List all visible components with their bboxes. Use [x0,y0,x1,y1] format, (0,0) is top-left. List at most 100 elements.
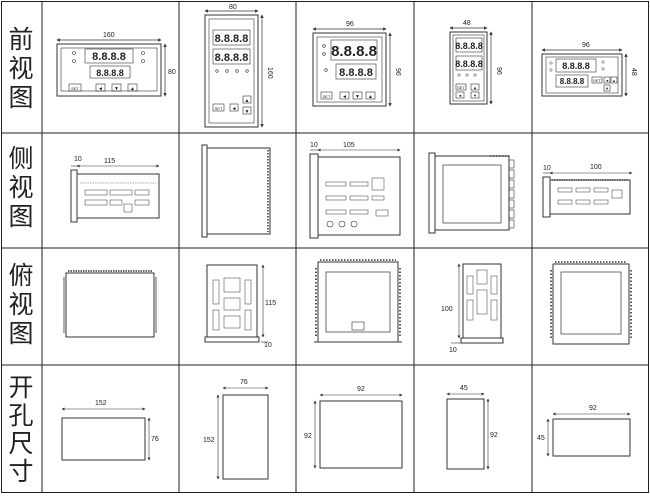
front-view-96x96: 96 96 8.8.8.8 8.8.8.8 SET ◄ ▼ ▲ [312,21,401,107]
key-set [212,103,225,112]
dim-front: 10 [449,347,457,354]
front-view-48x96: 48 96 8.8.8.8 8.8.8.8 SET ▲ ◄ ▼ [449,20,502,105]
dim-depth: 115 [265,300,276,307]
key-label: ▼ [114,86,119,92]
panel-inner-frame [316,36,383,103]
panel-outline [541,53,623,97]
key-label: ◄ [232,106,237,112]
dim-height: 92 [490,432,498,439]
key-label: ◄ [605,78,609,83]
key-label: SET [457,85,465,90]
display-digits: 8.8.8.8 [92,51,126,63]
panel-inner-frame [545,56,619,94]
dim-width: 152 [95,400,107,407]
dim-front: 10 [264,342,272,349]
panel-inner-frame [208,18,255,124]
terminal-blocks [557,187,623,205]
key-left [603,76,611,84]
key-label: ◄ [458,93,462,98]
dim-height: 45 [537,435,545,442]
dim-depth: 105 [343,142,355,149]
key-label: ▲ [245,98,250,104]
row-label-char: 侧 [8,145,33,173]
led-indicator [601,67,605,71]
display-pv [330,39,378,61]
terminal-blocks [466,269,498,321]
dim-width: 48 [463,20,471,27]
dim-front: 10 [310,142,318,149]
panel-outline [204,14,259,128]
front-view-80x160: 80 160 8.8.8.8 8.8.8.8 SET ◄ ▲ ▼ [204,4,273,128]
key-down [603,84,611,92]
led-indicator [601,60,605,64]
side-view-c3: 10 105 [309,142,401,239]
key-down [470,91,480,99]
led-indicator [322,44,326,48]
housing [76,173,160,219]
display-digits: 8.8.8.8 [560,77,585,86]
bezel [201,144,208,238]
cutout-c2: 76 152 [203,379,269,480]
row-label-front-view: 前 视 图 [8,26,33,112]
key-label: ▲ [612,78,616,83]
dim-width: 96 [582,42,590,49]
row-label-cutout-size: 开 孔 尺 寸 [8,374,33,486]
row-label-char: 视 [8,174,33,202]
key-down [242,106,252,115]
display-sv [89,65,131,79]
key-up [127,83,138,92]
key-left [339,91,350,100]
dim-width: 96 [346,21,354,28]
row-label-side-view: 侧 视 图 [8,145,33,231]
panel-outline [312,32,387,107]
display-digits: 8.8.8.8 [455,41,483,51]
top-view-c1 [63,270,157,338]
display-digits: 8.8.8.8 [339,67,373,79]
display-pv [212,29,251,46]
key-up [470,83,480,91]
bezel [204,336,260,343]
key-set [455,83,467,91]
led-indicator [72,51,76,55]
housing [434,155,510,231]
display-digits: 8.8.8.8 [96,68,124,78]
dim-height: 48 [630,68,637,76]
dim-height: 160 [266,67,273,79]
key-left [455,91,465,99]
display-pv [555,58,597,73]
display-digits: 8.8.8.8 [215,33,249,45]
dim-height: 152 [203,437,215,444]
dim-width: 160 [103,32,115,39]
dim-height: 76 [151,436,159,443]
housing [462,263,502,339]
panel-outline [449,31,488,105]
key-set [68,83,82,92]
key-label: ◄ [98,86,103,92]
bezel [70,169,78,223]
display-sv [212,48,251,65]
housing [549,179,631,215]
key-label: ▼ [605,86,609,91]
side-view-c2 [201,144,271,238]
dim-front: 10 [543,165,551,172]
display-digits: 8.8.8.8 [215,52,249,64]
terminal-blocks [84,189,150,213]
dim-height: 80 [168,69,176,76]
led-indicator [141,59,145,63]
key-label: ▲ [368,94,373,100]
housing [206,264,258,338]
terminal-column [508,159,515,229]
front-view-96x48: 96 48 8.8.8.8 8.8.8.8 SET ◄ ▼ ▲ [541,42,637,97]
top-view-c4: 100 10 [441,263,504,354]
row-label-char: 寸 [8,458,33,486]
row-label-char: 俯 [8,262,33,290]
top-view-c3 [314,259,402,343]
key-label: ◄ [342,94,347,100]
row-label-char: 图 [8,84,33,112]
led-indicator [549,61,553,65]
housing [65,272,155,338]
dim-depth: 100 [590,164,602,171]
led-indicator [322,52,326,56]
